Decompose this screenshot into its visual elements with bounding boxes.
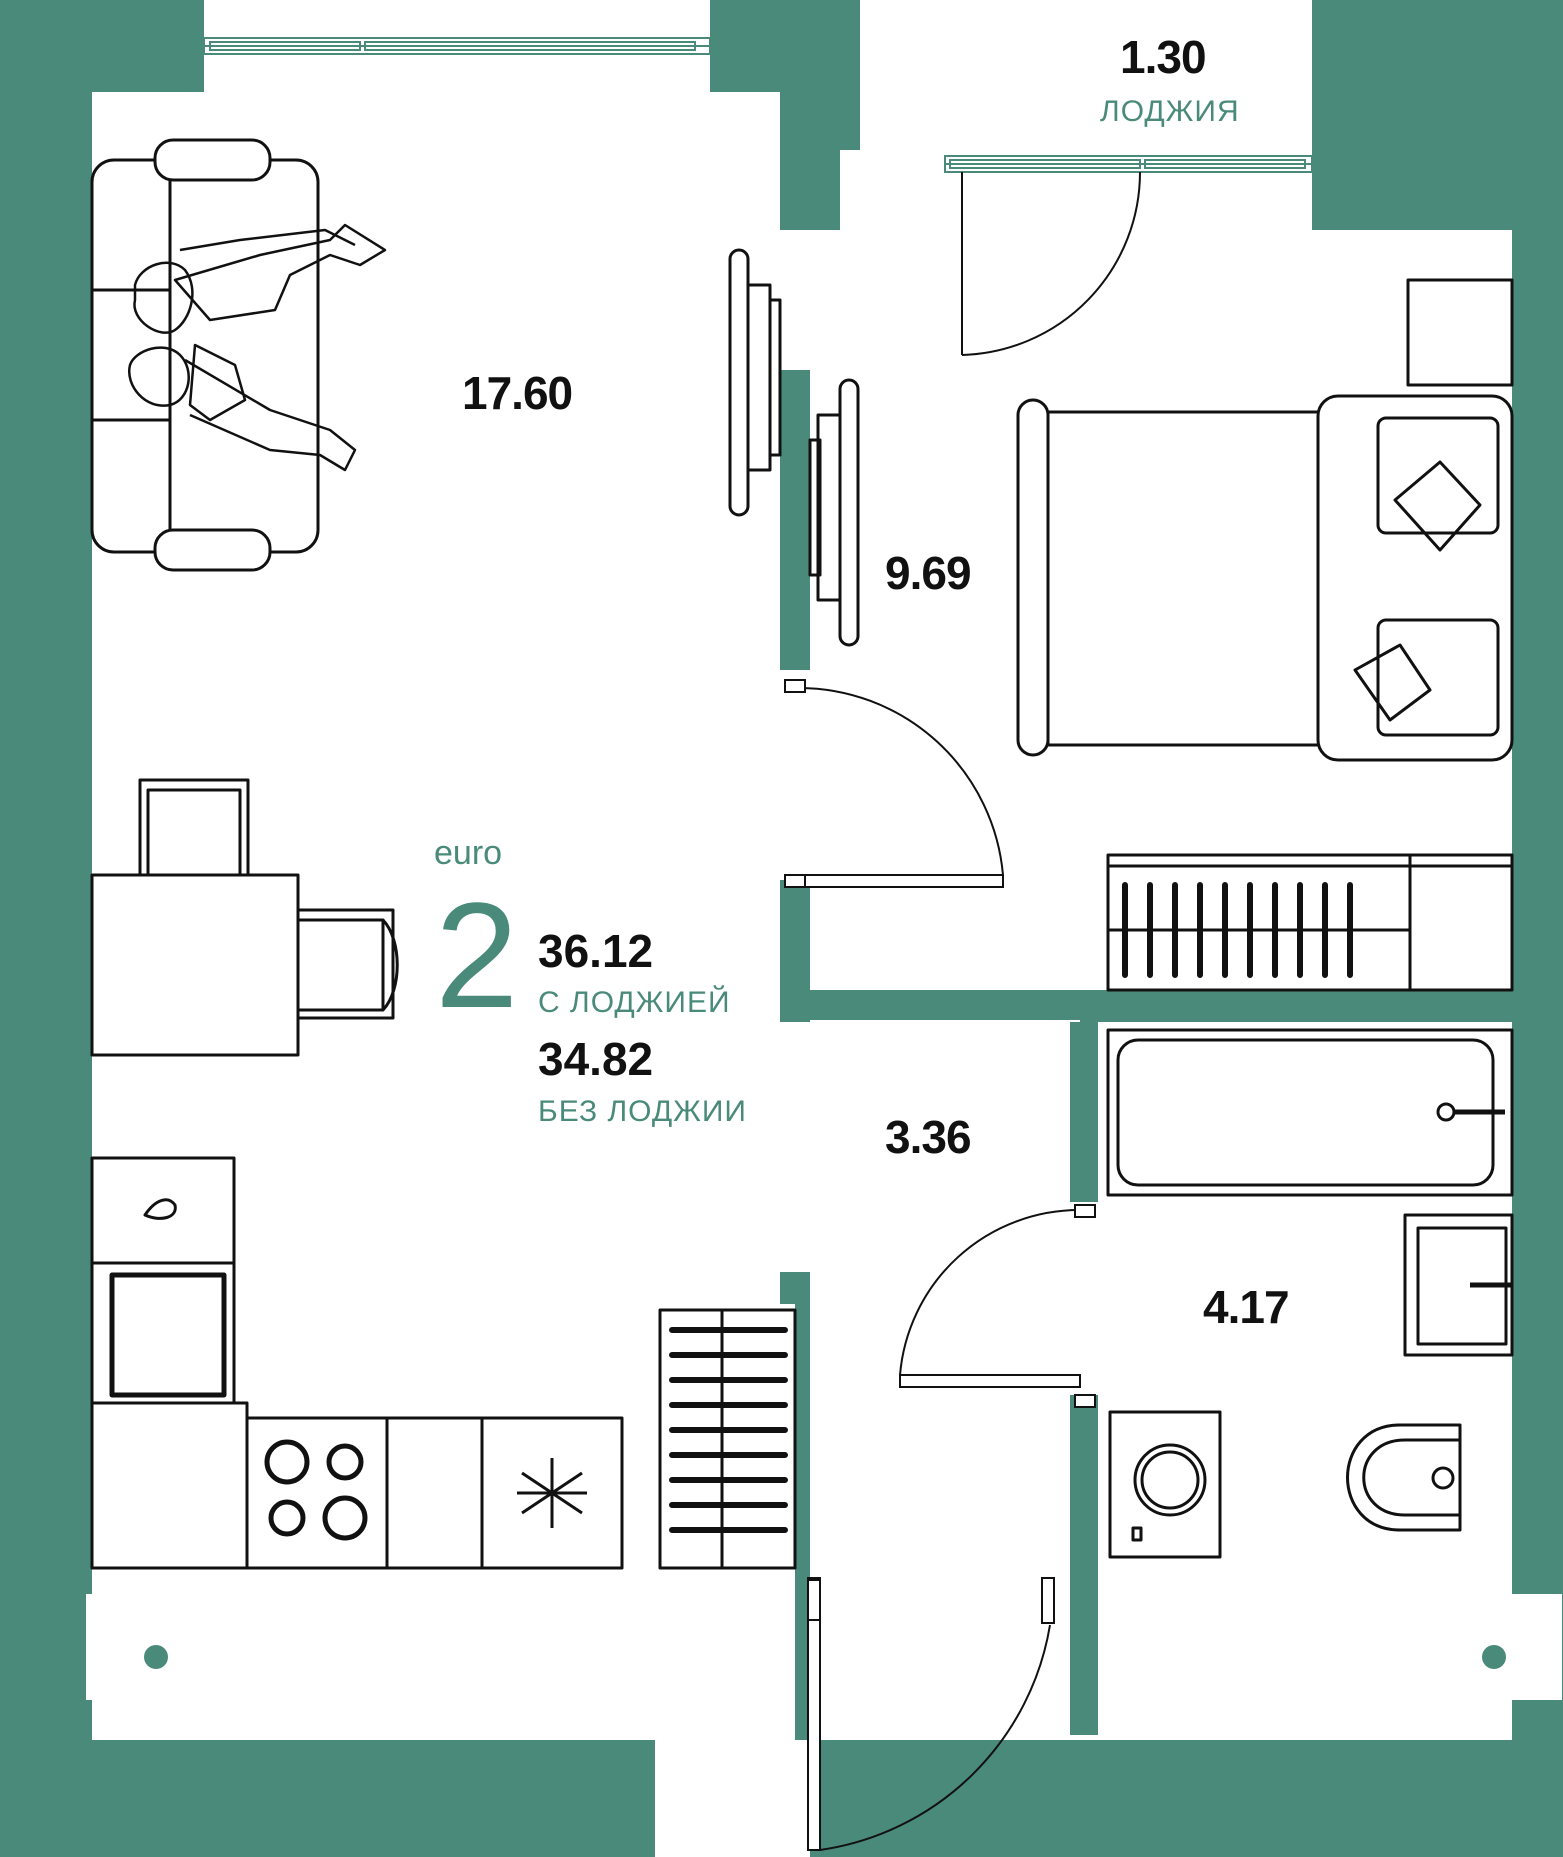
rooms-count: 2 xyxy=(435,871,519,1039)
washbasin-icon xyxy=(1403,1213,1514,1357)
with-loggia-label: С ЛОДЖИЕЙ xyxy=(538,986,731,1019)
people-icon xyxy=(127,223,387,472)
stove-icon xyxy=(245,1416,484,1570)
sink-icon xyxy=(90,1156,249,1570)
door-icon xyxy=(784,171,1141,1851)
chair-icon xyxy=(138,778,399,1020)
window-icon xyxy=(203,37,1313,173)
washing-machine-icon xyxy=(1108,1410,1222,1559)
bottom-strips xyxy=(86,1594,1562,1700)
furniture xyxy=(90,138,1514,1570)
total-without-loggia: 34.82 xyxy=(538,1033,654,1085)
hall-walls xyxy=(655,1000,810,1857)
radiator-icon xyxy=(1106,853,1514,992)
sofa-icon xyxy=(90,138,320,572)
room-area-bedroom: 9.69 xyxy=(885,547,972,599)
tv-icon xyxy=(728,248,782,517)
room-area-living: 17.60 xyxy=(462,367,573,419)
table-icon xyxy=(90,873,300,1057)
total-with-loggia: 36.12 xyxy=(538,925,654,977)
bathtub-icon xyxy=(1106,1028,1514,1197)
loggia-label: ЛОДЖИЯ xyxy=(1100,95,1240,128)
room-area-loggia: 1.30 xyxy=(1120,31,1207,83)
marker-dot-right xyxy=(1482,1645,1506,1669)
marker-dot-left xyxy=(144,1645,168,1669)
tv-icon xyxy=(808,378,860,647)
room-area-bathroom: 4.17 xyxy=(1203,1281,1290,1333)
plan-type-label: euro xyxy=(434,834,503,872)
fridge-icon xyxy=(480,1416,624,1570)
room-area-hallway: 3.36 xyxy=(885,1111,972,1163)
without-loggia-label: БЕЗ ЛОДЖИИ xyxy=(538,1095,747,1128)
radiator-icon xyxy=(658,1308,797,1570)
bed-icon xyxy=(1016,278,1514,762)
toilet-icon xyxy=(1346,1423,1462,1532)
